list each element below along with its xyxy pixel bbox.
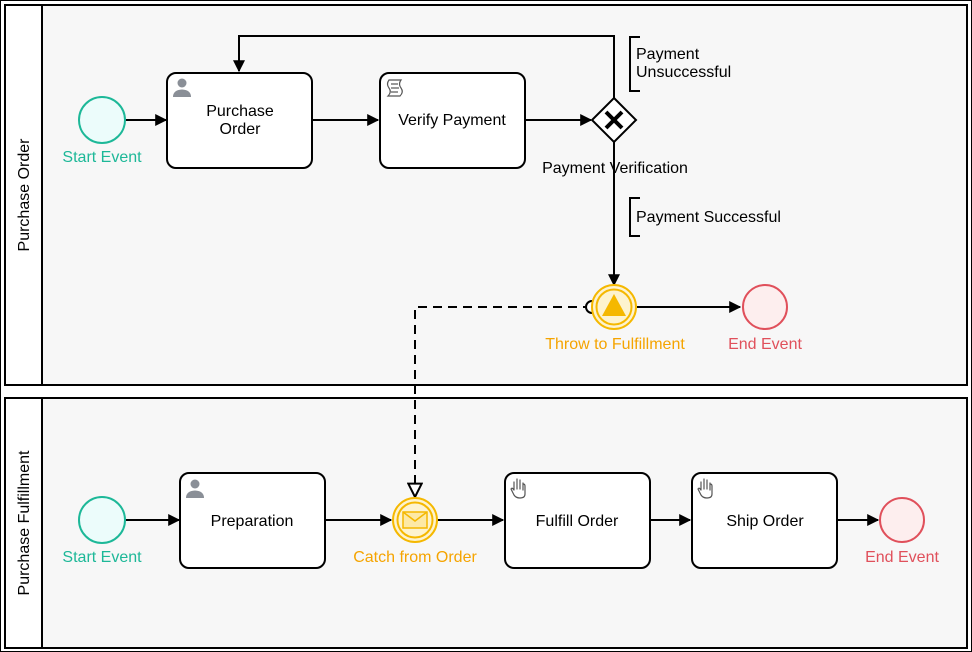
annotation-payment-unsuccessful[interactable]: Payment Unsuccessful	[629, 36, 731, 92]
message-flow-throw-to-catch[interactable]	[415, 306, 592, 497]
escalation-triangle-icon	[602, 294, 626, 316]
annotation-line-1: Payment	[636, 46, 700, 63]
task-fulfill-order[interactable]: Fulfill Order	[504, 472, 651, 569]
user-icon	[173, 78, 191, 97]
task-preparation[interactable]: Preparation	[179, 472, 326, 569]
gateway-label: Payment Verification	[542, 160, 688, 177]
pool-label-purchase-order: Purchase Order	[16, 138, 33, 252]
flow-gateway-loop-back[interactable]	[233, 35, 615, 98]
end-event-fulfillment[interactable]	[879, 497, 925, 543]
task-verify-payment[interactable]: Verify Payment	[379, 72, 526, 169]
task-label: Fulfill Order	[536, 513, 619, 530]
start-event-label: Start Event	[62, 549, 142, 566]
pool-label-purchase-fulfillment: Purchase Fulfillment	[16, 450, 33, 596]
annotation-line-2: Unsuccessful	[636, 64, 731, 81]
task-purchase-order[interactable]: Purchase Order	[166, 72, 313, 169]
task-label: Preparation	[211, 513, 294, 530]
end-event-label: End Event	[865, 549, 939, 566]
end-event-purchase-order[interactable]	[742, 284, 788, 330]
start-event-fulfillment[interactable]	[78, 496, 126, 544]
task-ship-order[interactable]: Ship Order	[691, 472, 838, 569]
task-label-line-1: Purchase	[206, 103, 274, 120]
task-label: Verify Payment	[398, 112, 506, 129]
end-event-label: End Event	[728, 336, 802, 353]
hand-icon	[510, 478, 526, 499]
throw-event-label: Throw to Fulfillment	[545, 336, 685, 353]
exclusive-x-icon	[604, 110, 624, 130]
hand-icon	[697, 478, 713, 499]
task-label: Ship Order	[726, 513, 804, 530]
script-icon	[386, 79, 403, 97]
envelope-icon	[402, 511, 428, 529]
intermediate-throw-event[interactable]	[591, 284, 637, 330]
intermediate-catch-event[interactable]	[392, 497, 438, 543]
task-label-line-2: Order	[220, 121, 262, 138]
user-icon	[186, 479, 204, 498]
start-event-purchase-order[interactable]	[78, 96, 126, 144]
catch-event-label: Catch from Order	[353, 549, 477, 566]
annotation-text: Payment Successful	[636, 209, 781, 226]
pool-purchase-order[interactable]: Purchase Order	[4, 4, 968, 386]
start-event-label: Start Event	[62, 149, 142, 166]
annotation-payment-successful[interactable]: Payment Successful	[629, 197, 781, 237]
gateway-payment-verification[interactable]	[590, 96, 638, 144]
